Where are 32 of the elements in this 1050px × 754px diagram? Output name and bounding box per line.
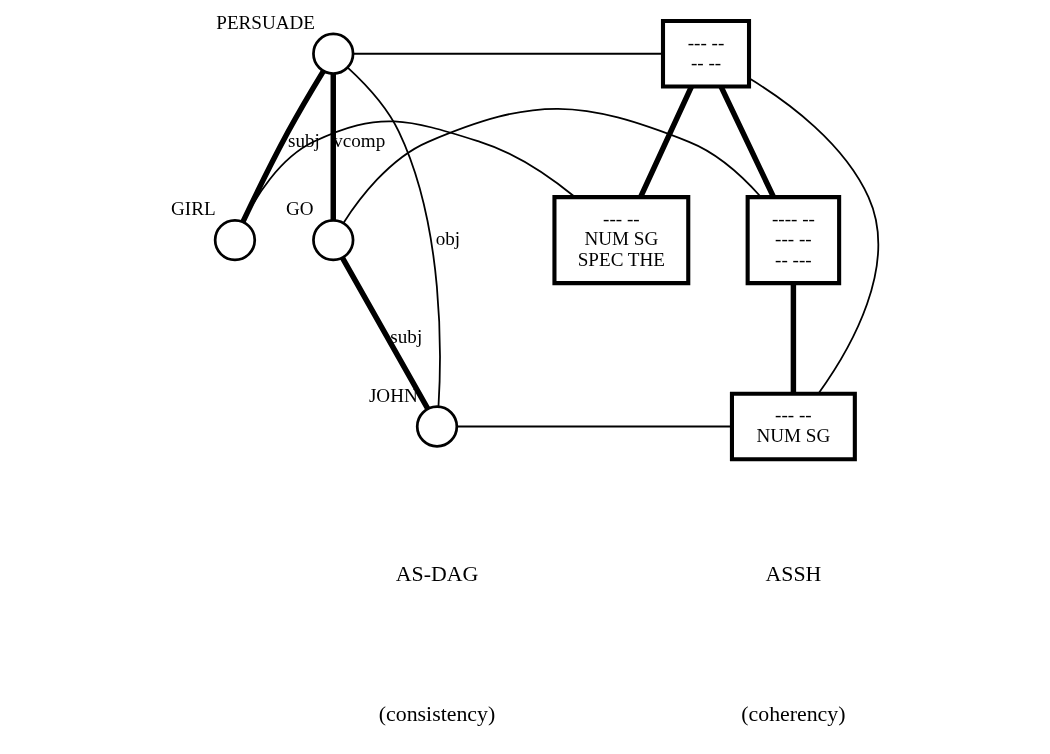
connector bbox=[346, 66, 441, 408]
label: (consistency) bbox=[378, 702, 496, 727]
connector bbox=[330, 74, 336, 221]
node-circle bbox=[415, 405, 459, 448]
edge-label: vcomp bbox=[333, 129, 386, 151]
edge-label: obj bbox=[435, 228, 461, 250]
node-box: --- -- NUM SG bbox=[729, 391, 857, 462]
connector bbox=[342, 107, 762, 224]
node-label: GIRL bbox=[171, 198, 216, 220]
node-circle bbox=[312, 218, 355, 262]
node-label: GO bbox=[286, 198, 314, 220]
connector bbox=[352, 52, 664, 55]
edge-label: subj bbox=[287, 129, 320, 151]
connector bbox=[340, 256, 431, 410]
edge-label: subj bbox=[390, 326, 423, 348]
node-circle bbox=[213, 218, 257, 262]
node-box: --- -- -- -- bbox=[660, 18, 752, 89]
connector bbox=[718, 85, 776, 198]
connector bbox=[790, 283, 797, 394]
connector bbox=[638, 85, 694, 198]
label: ASSH bbox=[765, 561, 822, 586]
connector bbox=[748, 77, 880, 395]
connector bbox=[240, 69, 326, 224]
node-circle bbox=[312, 32, 355, 75]
label: AS-DAG bbox=[395, 561, 479, 586]
node-label: PERSUADE bbox=[216, 11, 316, 33]
connector bbox=[456, 425, 733, 428]
node-box: --- -- NUM SG SPEC THE bbox=[552, 195, 691, 286]
node-box: ---- -- --- -- -- --- bbox=[745, 195, 842, 286]
node-label: JOHN bbox=[368, 384, 418, 406]
label: (coherency) bbox=[741, 702, 846, 727]
connector bbox=[242, 120, 576, 223]
